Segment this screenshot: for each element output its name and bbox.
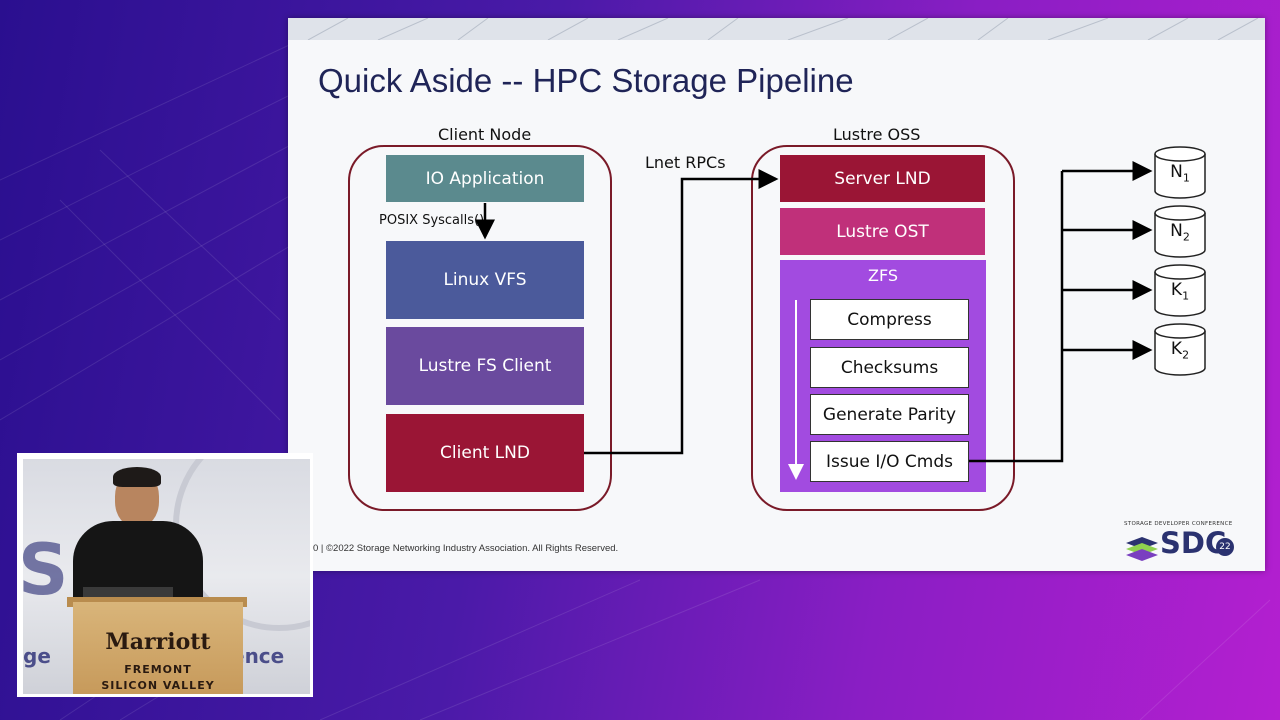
lustre-ost-box: Lustre OST (780, 208, 985, 255)
client-node-label: Client Node (438, 125, 532, 144)
zfs-step-checksums: Checksums (810, 347, 969, 388)
io-application-box: IO Application (386, 155, 584, 202)
lnet-rpcs-label: Lnet RPCs (645, 153, 726, 172)
linux-vfs-box: Linux VFS (386, 241, 584, 319)
drive-k2-sub: 2 (1182, 348, 1190, 362)
sdc-year-badge: 22 (1216, 538, 1234, 556)
drive-n1-letter: N (1170, 162, 1183, 182)
podium-line-2: SILICON VALLEY (101, 679, 215, 692)
connector-lines (475, 161, 1153, 480)
drive-k1: K1 (1154, 264, 1206, 318)
drive-k2-icon (1154, 323, 1206, 376)
drive-n2-letter: N (1170, 221, 1183, 241)
zfs-step-issue-io: Issue I/O Cmds (810, 441, 969, 482)
podium (73, 602, 243, 694)
drive-k1-icon (1154, 264, 1206, 317)
copyright-footer: 0 | ©2022 Storage Networking Industry As… (313, 543, 619, 554)
drive-n2: N2 (1154, 205, 1206, 259)
presenter-video: S C ge ence Marriott FREMONT SILICON VAL… (17, 453, 313, 697)
sdc-logo-text: SDC (1160, 526, 1227, 560)
drive-n2-icon (1154, 205, 1206, 258)
sdc-layers-icon (1126, 537, 1158, 561)
zfs-step-compress: Compress (810, 299, 969, 340)
backdrop-word-left: ge (23, 644, 51, 668)
lustre-oss-group (751, 145, 1015, 511)
drive-k1-sub: 1 (1182, 289, 1190, 303)
lustre-fs-client-box: Lustre FS Client (386, 327, 584, 405)
lustre-oss-label: Lustre OSS (833, 125, 921, 144)
posix-syscalls-label: POSIX Syscalls() (379, 213, 485, 228)
client-node-group (348, 145, 612, 511)
drive-k1-letter: K (1170, 280, 1183, 300)
server-lnd-box: Server LND (780, 155, 985, 202)
presenter-hair (113, 467, 161, 487)
presentation-slide: Quick Aside -- HPC Storage Pipeline Clie… (288, 18, 1265, 571)
drive-n2-sub: 2 (1182, 230, 1190, 244)
zfs-label: ZFS (868, 266, 899, 285)
slide-title: Quick Aside -- HPC Storage Pipeline (318, 62, 854, 99)
drive-n1-sub: 1 (1182, 171, 1190, 185)
drive-n1: N1 (1154, 146, 1206, 200)
drive-k2-letter: K (1170, 339, 1183, 359)
client-lnd-box: Client LND (386, 414, 584, 492)
drive-fanout-trunk (969, 171, 1064, 463)
podium-brand: Marriott (105, 629, 211, 655)
laptop (83, 587, 173, 599)
sdc-caption: STORAGE DEVELOPER CONFERENCE (1124, 521, 1233, 527)
drive-n1-icon (1154, 146, 1206, 199)
slide-banner (288, 18, 1265, 40)
lnet-rpc-line (584, 169, 779, 455)
drive-k2: K2 (1154, 323, 1206, 377)
zfs-step-generate-parity: Generate Parity (810, 394, 969, 435)
podium-line-1: FREMONT (124, 663, 192, 676)
